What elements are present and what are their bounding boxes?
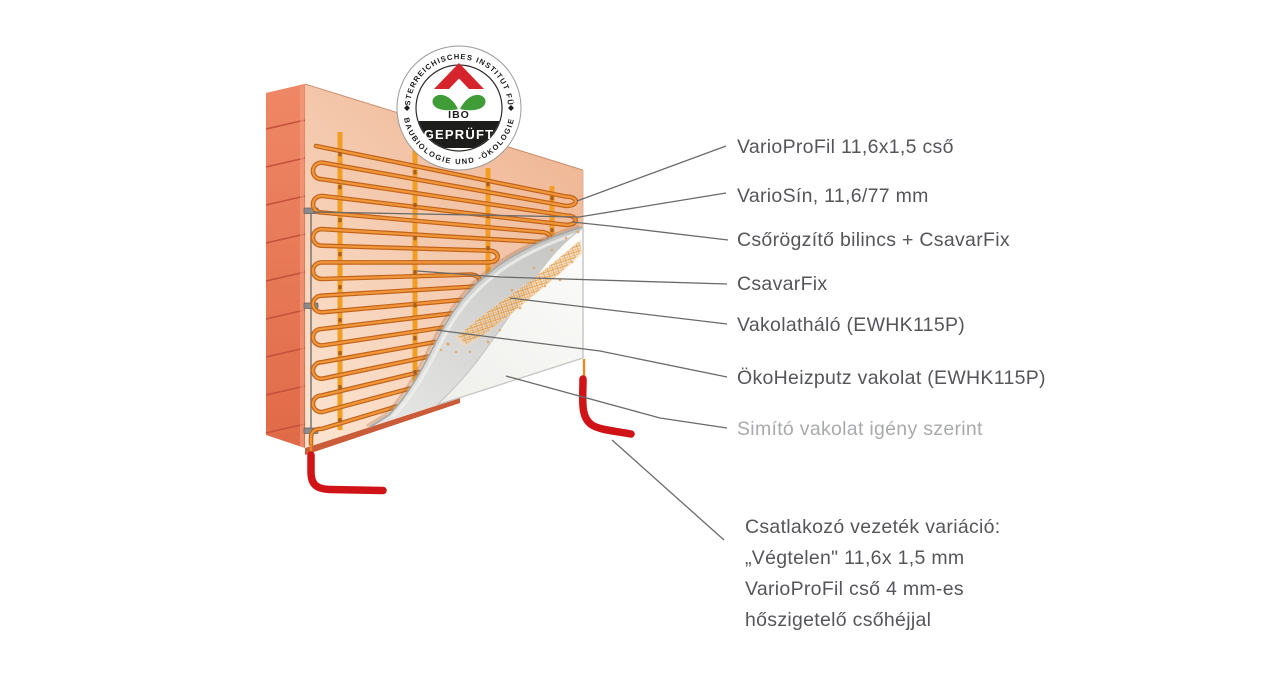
plaster-mesh-patch [439, 230, 582, 354]
note-line-3: VarioProFil cső 4 mm-es [745, 578, 964, 600]
label-connection-pipe-note: Csatlakozó vezeték variáció: „Végtelen" … [745, 512, 1001, 636]
ibo-badge: ÖSTERREICHISCHES INSTITUT FÜR BAUBIOLOGI… [0, 0, 522, 171]
leader-varioprofil [576, 145, 727, 202]
badge-banner-text: GEPRÜFT [424, 127, 495, 142]
red-connection-pipe-left [307, 451, 387, 495]
note-line-2: „Végtelen" 11,6x 1,5 mm [745, 547, 965, 569]
leader-mesh [509, 297, 728, 325]
note-line-4: hőszigetelő csőhéjjal [745, 609, 932, 631]
wall-bottom-sliver [305, 398, 460, 455]
label-plaster-mesh: Vakolatháló (EWHK115P) [737, 314, 966, 336]
label-varioprofil-pipe: VarioProFil 11,6x1,5 cső [737, 136, 954, 158]
heating-pipe-serpentine [308, 143, 579, 447]
badge-leaves-icon [432, 94, 486, 111]
leader-pipe-clamp [571, 221, 729, 241]
badge-acronym: IBO [448, 109, 470, 121]
label-pipe-clamp: Csőrögzítő bilincs + CsavarFix [737, 229, 1010, 251]
label-okoheizputz-plaster: ÖkoHeizputz vakolat (EWHK115P) [737, 367, 1046, 389]
note-line-1: Csatlakozó vezeték variáció: [745, 516, 1001, 538]
wall-side-face [266, 84, 305, 448]
leader-lines [312, 145, 729, 541]
label-smoothing-plaster: Simító vakolat igény szerint [737, 418, 983, 440]
leader-csavarfix [416, 270, 728, 285]
label-csavarfix: CsavarFix [737, 273, 828, 295]
badge-separator-left [404, 105, 410, 111]
leader-connection [611, 439, 725, 541]
badge-roof-icon [434, 63, 484, 89]
red-connection-pipe-bottom [578, 375, 635, 438]
label-variosin-rail: VarioSín, 11,6/77 mm [737, 185, 929, 207]
brick-joint-lines [265, 119, 306, 434]
leader-simito [505, 375, 728, 429]
connection-pipes [307, 359, 635, 495]
badge-separator-right [508, 105, 514, 111]
leader-variosin [312, 192, 727, 218]
leader-okoheizputz [435, 329, 728, 378]
